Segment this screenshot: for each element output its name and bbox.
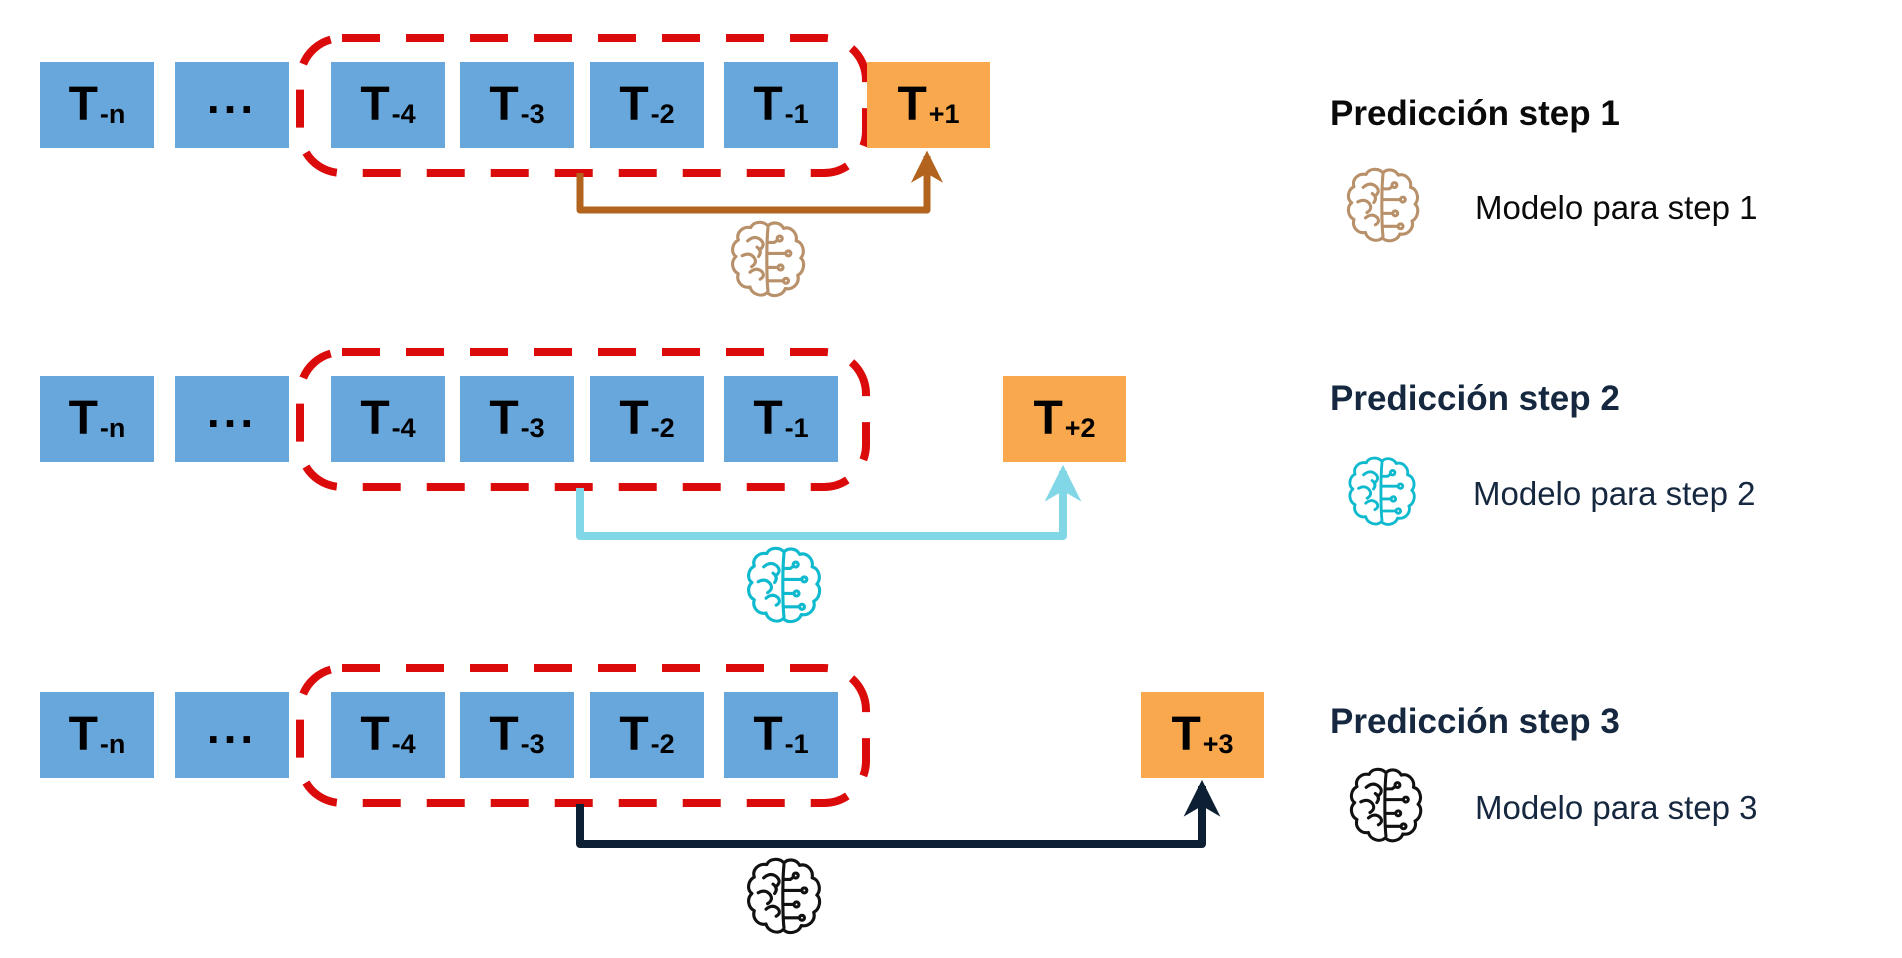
box-label-sub: -1	[784, 412, 809, 443]
prediction-box-t-plus-1: T+1	[867, 62, 990, 148]
ellipsis-box: ...	[175, 62, 289, 148]
model-brain-icon-step-1	[722, 219, 814, 305]
box-label-main: ...	[206, 701, 258, 753]
box-label-sub: -3	[520, 98, 545, 129]
box-label-main: T	[619, 708, 649, 761]
box-label-sub: +3	[1202, 728, 1234, 759]
legend-brain-icon-step-2	[1345, 455, 1419, 533]
legend-brain-icon-step-3	[1346, 766, 1426, 850]
box-label-sub: -n	[99, 412, 126, 443]
box-label-main: T	[68, 392, 98, 445]
box-label-sub: -4	[391, 412, 416, 443]
legend-brain-icon-step-1	[1343, 166, 1423, 250]
box-label-sub: -1	[784, 728, 809, 759]
box-label-main: T	[360, 708, 390, 761]
box-label-main: T	[360, 392, 390, 445]
prediction-arrow-step-1	[576, 150, 944, 214]
box-label-main: T	[489, 78, 519, 131]
history-box-t-minus-1: T-1	[724, 692, 838, 778]
history-box-t-minus-n: T-n	[40, 692, 154, 778]
box-label-main: T	[897, 78, 927, 131]
history-box-t-minus-2: T-2	[590, 692, 704, 778]
model-brain-icon-step-2	[738, 545, 830, 631]
box-label-main: T	[489, 392, 519, 445]
box-label-main: T	[68, 708, 98, 761]
box-label-main: T	[753, 78, 783, 131]
history-box-t-minus-3: T-3	[460, 62, 574, 148]
box-label-main: T	[753, 392, 783, 445]
ellipsis-box: ...	[175, 376, 289, 462]
box-label-sub: -4	[391, 728, 416, 759]
box-label-sub: +1	[928, 98, 960, 129]
legend-title-step-3: Predicción step 3	[1330, 702, 1620, 741]
legend-label-step-2: Modelo para step 2	[1473, 475, 1756, 512]
box-label-sub: -3	[520, 728, 545, 759]
box-label-main: T	[619, 392, 649, 445]
box-label-main: T	[753, 708, 783, 761]
box-label-main: T	[619, 78, 649, 131]
box-label-main: T	[1033, 392, 1063, 445]
history-box-t-minus-n: T-n	[40, 62, 154, 148]
box-label-sub: -4	[391, 98, 416, 129]
history-box-t-minus-2: T-2	[590, 62, 704, 148]
prediction-box-t-plus-2: T+2	[1003, 376, 1126, 462]
history-box-t-minus-3: T-3	[460, 376, 574, 462]
legend-label-step-3: Modelo para step 3	[1475, 789, 1758, 826]
box-label-sub: -1	[784, 98, 809, 129]
box-label-main: T	[68, 78, 98, 131]
box-label-main: T	[360, 78, 390, 131]
box-label-sub: -n	[99, 728, 126, 759]
history-box-t-minus-4: T-4	[331, 376, 445, 462]
prediction-arrow-step-2	[576, 464, 1082, 540]
box-label-sub: -3	[520, 412, 545, 443]
box-label-main: T	[1171, 708, 1201, 761]
box-label-sub: +2	[1064, 412, 1096, 443]
ellipsis-box: ...	[175, 692, 289, 778]
legend-title-step-2: Predicción step 2	[1330, 379, 1620, 418]
prediction-arrow-step-3	[576, 779, 1221, 848]
history-box-t-minus-3: T-3	[460, 692, 574, 778]
legend-title-step-1: Predicción step 1	[1330, 94, 1620, 133]
legend-label-step-1: Modelo para step 1	[1475, 189, 1758, 226]
history-box-t-minus-1: T-1	[724, 376, 838, 462]
history-box-t-minus-4: T-4	[331, 62, 445, 148]
box-label-sub: -2	[650, 728, 675, 759]
box-label-sub: -n	[99, 98, 126, 129]
history-box-t-minus-2: T-2	[590, 376, 704, 462]
prediction-box-t-plus-3: T+3	[1141, 692, 1264, 778]
history-box-t-minus-n: T-n	[40, 376, 154, 462]
box-label-main: T	[489, 708, 519, 761]
history-box-t-minus-1: T-1	[724, 62, 838, 148]
box-label-main: ...	[206, 385, 258, 437]
box-label-sub: -2	[650, 98, 675, 129]
box-label-sub: -2	[650, 412, 675, 443]
history-box-t-minus-4: T-4	[331, 692, 445, 778]
box-label-main: ...	[206, 71, 258, 123]
model-brain-icon-step-3	[738, 856, 830, 942]
